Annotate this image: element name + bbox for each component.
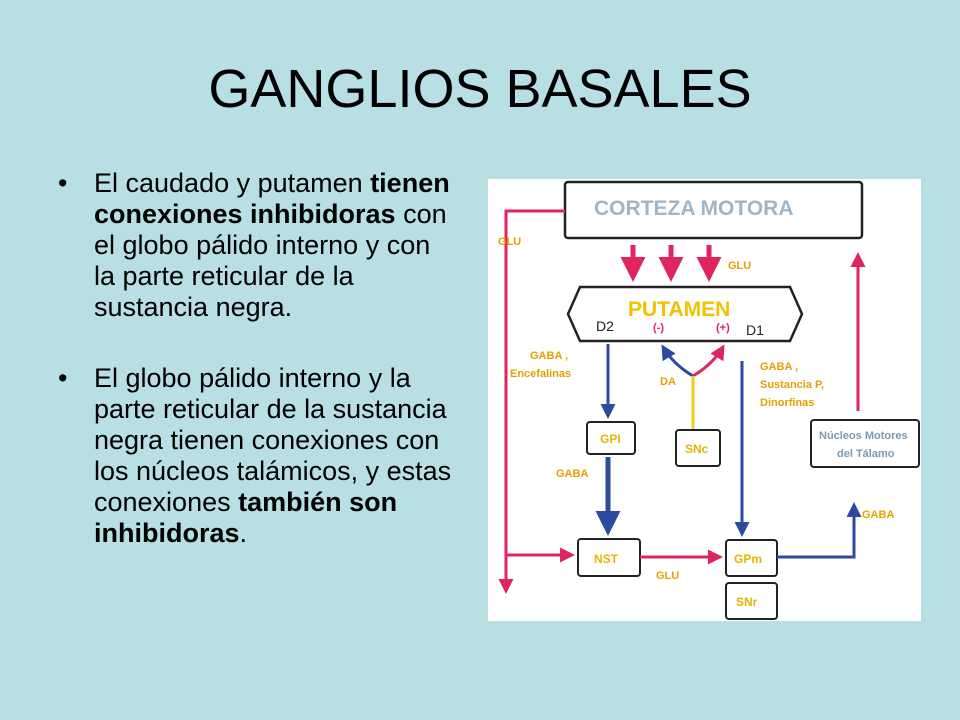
minus-label: (-) [653, 322, 664, 334]
gpm-label: GPm [734, 552, 762, 566]
snr-box [725, 582, 778, 620]
diagram-background [488, 179, 921, 621]
basal-ganglia-diagram: CORTEZA MOTORA GLU GLU PUTAMEN D2 (-) (+… [488, 179, 921, 621]
gpm-thalamus-arrow [777, 502, 862, 559]
bullet-list: • El caudado y putamen tienen conexiones… [58, 168, 458, 589]
da-label: DA [660, 376, 676, 388]
putamen-box [566, 285, 804, 343]
gaba-mid-label: GABA [556, 468, 588, 480]
glu-top-label: GLU [728, 260, 751, 272]
bullet-text: El globo pálido interno y la parte retic… [94, 363, 452, 517]
gaba-enc-label-1: GABA , [530, 350, 568, 362]
nucleos-talamo-box [810, 419, 920, 468]
gaba-sp-label-1: GABA , [760, 361, 798, 373]
bullet-emphasis: tienen conexiones inhibidoras [94, 168, 450, 229]
bullet-text: con el globo pálido interno y con la par… [94, 199, 447, 322]
cortex-left-glu-arrow [498, 209, 565, 594]
plus-label: (+) [716, 322, 730, 334]
bullet-text: El caudado y putamen [94, 168, 371, 198]
snr-label: SNr [736, 595, 758, 609]
bullet-icon: • [58, 363, 68, 393]
nucleos-label-1: Núcleos Motores [819, 430, 908, 442]
gaba-enc-label-2: Encefalinas [510, 368, 571, 380]
d2-label: D2 [596, 318, 614, 334]
gaba-sp-label-2: Sustancia P, [760, 379, 824, 391]
bullet-item: • El globo pálido interno y la parte ret… [58, 363, 458, 549]
bullet-emphasis: también son inhibidoras [94, 487, 398, 548]
corteza-motora-label: CORTEZA MOTORA [594, 197, 794, 220]
bullet-item: • El caudado y putamen tienen conexiones… [58, 168, 458, 323]
bullet-text: . [239, 518, 248, 548]
gaba-right-label: GABA [862, 509, 894, 521]
putamen-label: PUTAMEN [628, 298, 730, 321]
nucleos-label-2: del Tálamo [837, 448, 895, 460]
glu-bottom-label: GLU [656, 570, 679, 582]
gpi-label: GPI [600, 432, 621, 446]
snc-label: SNc [685, 442, 709, 456]
glu-left-label: GLU [498, 236, 521, 248]
nst-label: NST [594, 552, 619, 566]
gaba-sp-label-3: Dinorfinas [760, 397, 814, 409]
snc-box [675, 429, 721, 467]
bullet-icon: • [58, 168, 68, 198]
slide-title: GANGLIOS BASALES [208, 59, 752, 119]
da-arc-d2 [661, 344, 694, 378]
gpi-box [586, 421, 636, 455]
d1-label: D1 [746, 322, 764, 338]
da-arc-d1 [692, 344, 725, 378]
